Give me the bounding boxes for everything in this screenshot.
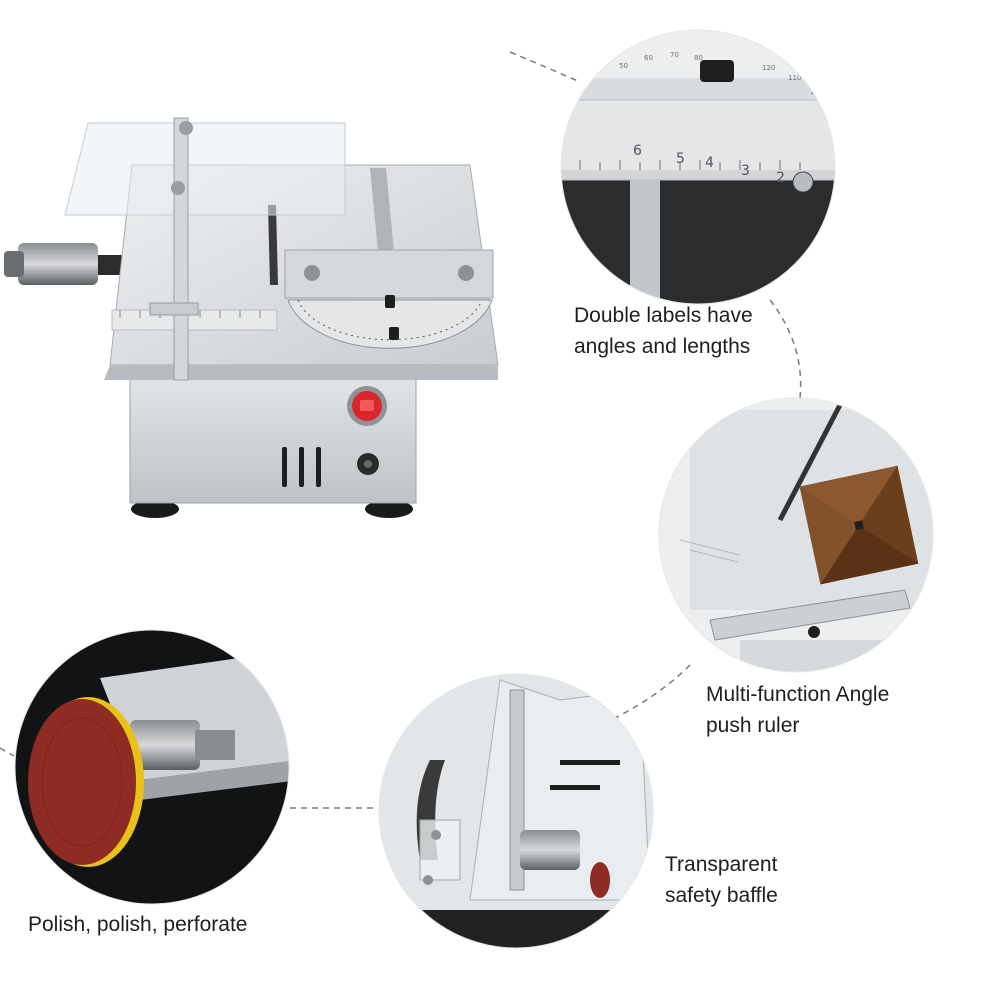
dashed-connectors (0, 51, 802, 809)
protractor-digit: 50 (619, 62, 628, 70)
protractor-digit: 110 (788, 74, 801, 82)
caption-line: Double labels have (574, 304, 753, 327)
protractor-digit: 70 (670, 51, 679, 59)
detail-circle-baffle (379, 674, 653, 948)
caption-double-labels: Double labels have angles and lengths (574, 300, 753, 362)
ruler-digit: 6 (633, 143, 642, 159)
caption-safety-baffle: Transparent safety baffle (665, 849, 778, 911)
ruler-digit: 5 (676, 151, 685, 167)
protractor-digit: 120 (762, 64, 775, 72)
caption-line: angles and lengths (574, 335, 751, 358)
detail-circle-scale: 6 5 4 3 2 50 60 70 80 120 110 100 (561, 30, 835, 304)
caption-line: push ruler (706, 714, 800, 737)
ruler-digit: 2 (776, 170, 785, 186)
caption-line: Transparent (665, 853, 778, 876)
protractor-digit: 60 (644, 54, 653, 62)
caption-angle-push-ruler: Multi-function Angle push ruler (706, 679, 889, 741)
protractor-digit: 80 (694, 54, 703, 62)
ruler-digit: 4 (705, 155, 714, 171)
caption-line: safety baffle (665, 884, 778, 907)
table-saw-illustration (4, 117, 499, 518)
detail-circle-sanding (15, 630, 289, 904)
detail-circle-push-ruler (659, 398, 933, 672)
caption-polish: Polish, polish, perforate (28, 909, 247, 940)
caption-line: Polish, polish, perforate (28, 913, 248, 936)
caption-line: Multi-function Angle (706, 683, 890, 706)
protractor-digit: 100 (810, 88, 823, 96)
ruler-digit: 3 (741, 163, 750, 179)
